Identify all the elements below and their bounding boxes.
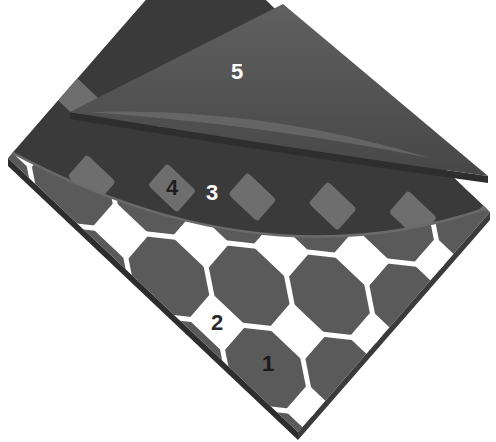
callout-number: 4 <box>166 177 178 199</box>
callout-number: 5 <box>231 61 243 83</box>
dielectric-sheet <box>0 0 496 237</box>
sheet-highlight <box>88 111 430 158</box>
callout-number: 1 <box>262 353 274 375</box>
top-sheet <box>70 4 488 176</box>
callout-number: 3 <box>206 182 218 204</box>
callout-number: 2 <box>211 312 223 334</box>
